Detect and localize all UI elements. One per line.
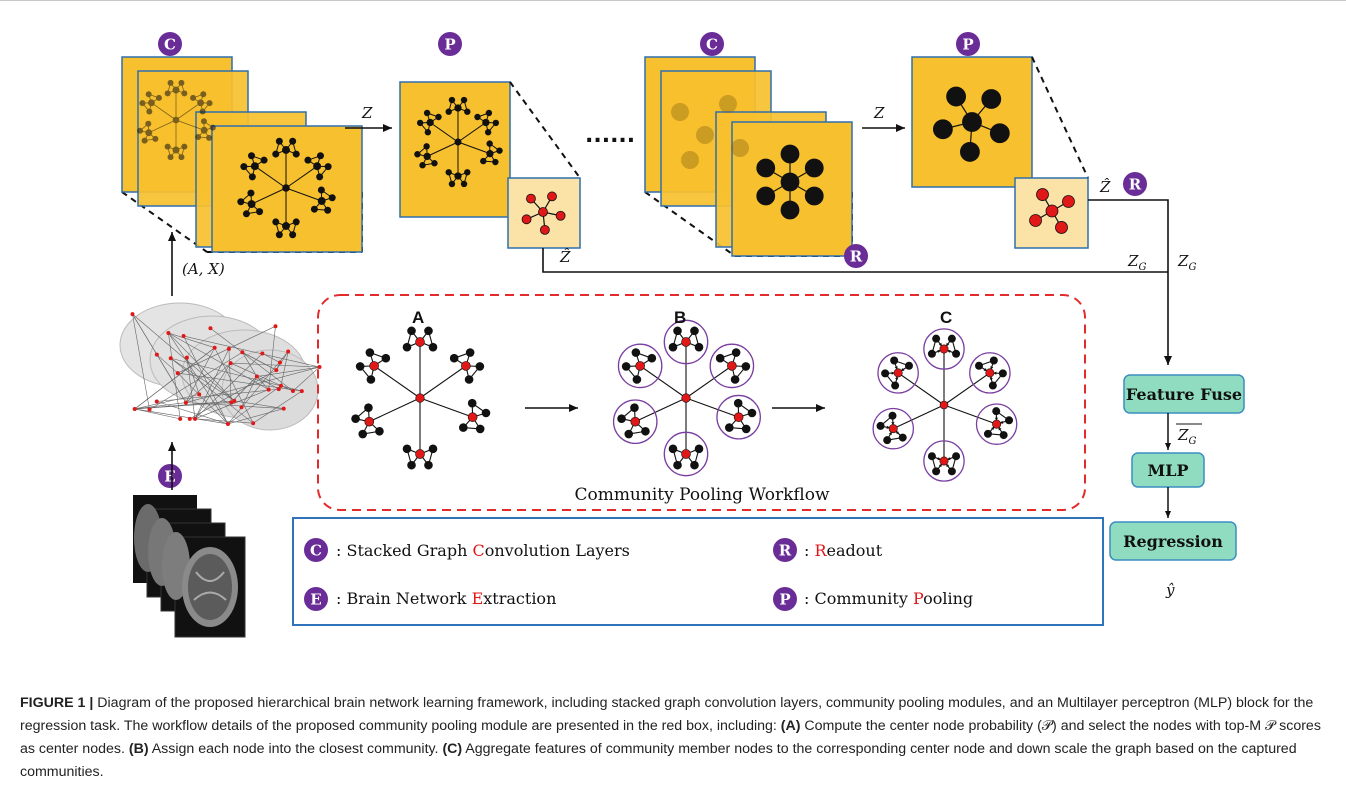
network-graphs [137, 79, 1075, 482]
feature-fuse-label: Feature Fuse [1126, 385, 1242, 404]
label-z-1: Z [361, 104, 373, 122]
badge-e-icon: E [158, 464, 182, 488]
step-badges: C P C P R R E C E R P [158, 32, 1147, 611]
pool-panel-1 [399, 81, 581, 249]
label-zhat-1: Ẑ [559, 248, 571, 266]
mlp-label: MLP [1148, 461, 1189, 480]
svg-text:P: P [444, 36, 455, 54]
label-ax: (A, X) [182, 260, 225, 278]
workflow-label-c: C [940, 308, 952, 327]
label-yhat: ŷ [1165, 581, 1175, 599]
svg-text:R: R [850, 248, 863, 266]
label-zhat-2: Ẑ [1099, 178, 1111, 196]
legend-c: : Stacked Graph Convolution Layers [336, 541, 630, 560]
svg-text:R: R [1129, 176, 1142, 194]
caption-ref-b: (B) [128, 741, 149, 757]
svg-text:C: C [164, 36, 176, 54]
badge-c-icon: C [304, 538, 328, 562]
badge-p-icon: P [438, 32, 462, 56]
svg-text:C: C [706, 36, 718, 54]
label-z-2: Z [873, 104, 885, 122]
network-graph [872, 328, 1018, 482]
caption-ref-a: (A) [780, 718, 801, 734]
readout-line-1 [542, 248, 1168, 273]
network-graph [351, 326, 491, 470]
caption-text-3: Assign each node into the closest commun… [148, 741, 443, 757]
readout-line-2 [1088, 199, 1172, 365]
badge-r-icon: R [844, 244, 868, 268]
svg-text:P: P [962, 36, 973, 54]
legend-p: : Community Pooling [804, 589, 973, 608]
legend-box [292, 517, 1104, 626]
pooled-graph [521, 191, 566, 235]
ellipsis: ...... [585, 123, 635, 148]
network-graph [414, 96, 503, 188]
conv-stack-1 [121, 56, 363, 253]
badge-c-icon: C [700, 32, 724, 56]
svg-text:R: R [779, 542, 792, 560]
regression-block [1109, 521, 1237, 561]
regression-label: Regression [1123, 532, 1223, 551]
workflow-box [317, 294, 1086, 511]
badge-p-icon: P [773, 587, 797, 611]
badge-r-icon: R [1123, 172, 1147, 196]
legend-r: : Readout [804, 541, 883, 560]
figure-caption: FIGURE 1 | Diagram of the proposed hiera… [20, 692, 1332, 784]
svg-text:E: E [310, 591, 321, 609]
conv-stack-2 [644, 56, 853, 257]
svg-text:C: C [310, 542, 322, 560]
caption-label: FIGURE 1 | [20, 695, 94, 711]
caption-text-4: Aggregate features of community member n… [20, 741, 1297, 780]
mri-slices [133, 495, 246, 638]
legend-e: : Brain Network Extraction [336, 589, 556, 608]
caption-text-2: Compute the center node probability (𝒫) … [20, 718, 1321, 757]
workflow-title: Community Pooling Workflow [574, 485, 830, 505]
badge-c-icon: C [158, 32, 182, 56]
pooled-graph [756, 144, 824, 220]
network-graph [137, 79, 216, 161]
pool-panel-2 [911, 56, 1089, 249]
workflow-label-b: B [674, 308, 686, 327]
label-zg-1: ZG [1127, 252, 1146, 273]
workflow-label-a: A [412, 308, 424, 327]
feature-fuse-block [1123, 374, 1245, 414]
badge-r-icon: R [773, 538, 797, 562]
svg-text:P: P [779, 591, 790, 609]
brain-network-image [119, 302, 322, 431]
caption-ref-c: (C) [442, 741, 463, 757]
svg-text:E: E [164, 468, 175, 486]
network-graph [612, 319, 761, 477]
label-zg-2: ZG [1177, 252, 1196, 273]
badge-e-icon: E [304, 587, 328, 611]
network-graph [237, 137, 336, 239]
pooled-graph [1029, 188, 1075, 234]
pooled-graph [932, 86, 1010, 162]
badge-p-icon: P [956, 32, 980, 56]
label-zg-bar: ZG [1177, 426, 1196, 447]
caption-text-1: Diagram of the proposed hierarchical bra… [20, 695, 1314, 734]
